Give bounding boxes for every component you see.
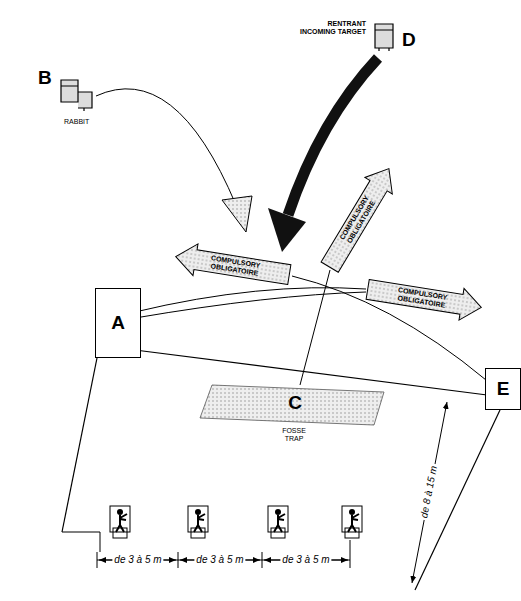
node-caption: D bbox=[402, 30, 416, 50]
node-label: C bbox=[210, 393, 380, 413]
node-label: E bbox=[486, 379, 520, 399]
node-caption: FOSSE TRAP bbox=[276, 427, 312, 443]
ground-outline bbox=[62, 350, 500, 590]
label-group: COMPULSORYOBLIGATOIRE bbox=[209, 254, 261, 278]
dimension-lines bbox=[97, 402, 447, 583]
trap-pit bbox=[200, 385, 384, 425]
dimension-label: de 3 à 5 m bbox=[194, 554, 245, 566]
node-caption: RABBIT bbox=[64, 118, 89, 126]
node-label: A bbox=[96, 313, 140, 333]
label-group: COMPULSORYOBLIGATOIRE bbox=[396, 286, 448, 310]
trap-house: A bbox=[95, 288, 141, 358]
machine-symbol bbox=[58, 78, 96, 112]
dimension-label: de 3 à 5 m bbox=[112, 554, 163, 566]
node-label: B bbox=[38, 68, 52, 88]
rabbit-machine: BRABBIT bbox=[58, 78, 96, 112]
trajectory-lines bbox=[135, 270, 486, 385]
incoming-arrow bbox=[288, 58, 378, 215]
shooting-stations bbox=[110, 506, 362, 538]
label-group: de 3 à 5 m bbox=[112, 554, 163, 566]
trap-pit-node: CFOSSE TRAP bbox=[210, 386, 380, 422]
incoming-arrowhead bbox=[268, 208, 306, 252]
node-label: RENTRANT INCOMING TARGET bbox=[298, 20, 366, 36]
rabbit-path bbox=[96, 89, 236, 205]
dimension-label: de 8 à 15 m bbox=[418, 463, 441, 521]
dimension-label: de 3 à 5 m bbox=[280, 554, 331, 566]
label-group: de 8 à 15 m bbox=[418, 463, 441, 521]
incoming-machine: RENTRANT INCOMING TARGETD bbox=[372, 20, 396, 52]
rabbit-arrowhead bbox=[222, 196, 252, 232]
label-group: de 3 à 5 m bbox=[194, 554, 245, 566]
label-group: de 3 à 5 m bbox=[280, 554, 331, 566]
trap-house: E bbox=[485, 368, 521, 410]
compulsory-arrows bbox=[173, 160, 484, 323]
machine-symbol bbox=[372, 20, 396, 52]
